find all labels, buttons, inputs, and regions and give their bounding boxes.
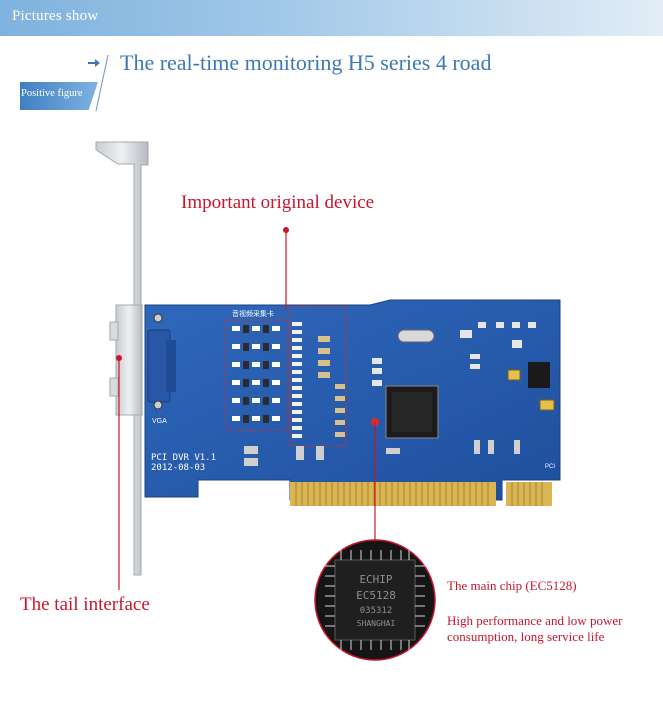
tail-interface-label: The tail interface bbox=[20, 594, 150, 615]
chip-description: High performance and low power consumpti… bbox=[447, 613, 623, 644]
chip-lot: 035312 bbox=[360, 606, 393, 616]
gold-fingers bbox=[290, 482, 552, 506]
pci-label: PCI bbox=[545, 464, 555, 470]
header-title: Pictures show bbox=[12, 8, 99, 24]
board-date: 2012-08-03 bbox=[151, 463, 205, 473]
chip-model: EC5128 bbox=[356, 589, 396, 602]
arrow-right-icon bbox=[88, 59, 100, 67]
chip-zoom: ECHIP EC5128 035312 SHANGHAI bbox=[314, 539, 436, 661]
positive-figure-tag bbox=[20, 82, 98, 110]
divider-slash bbox=[95, 54, 109, 112]
pci-board: VGA 音视频采集卡 bbox=[144, 299, 561, 506]
metal-bracket bbox=[95, 141, 149, 576]
callout-lines bbox=[116, 227, 376, 590]
tag-label: Positive figure bbox=[21, 88, 83, 99]
vga-label: VGA bbox=[152, 418, 167, 425]
header-bar bbox=[0, 0, 663, 36]
chip-brand: ECHIP bbox=[359, 573, 392, 586]
board-model: PCI DVR V1.1 bbox=[151, 453, 216, 463]
page-headline: The real-time monitoring H5 series 4 roa… bbox=[120, 50, 492, 75]
main-chip-label: The main chip (EC5128) bbox=[447, 578, 577, 593]
important-device-label: Important original device bbox=[181, 192, 375, 213]
board-chinese-title: 音视频采集卡 bbox=[232, 309, 274, 318]
chip-origin: SHANGHAI bbox=[357, 619, 396, 628]
